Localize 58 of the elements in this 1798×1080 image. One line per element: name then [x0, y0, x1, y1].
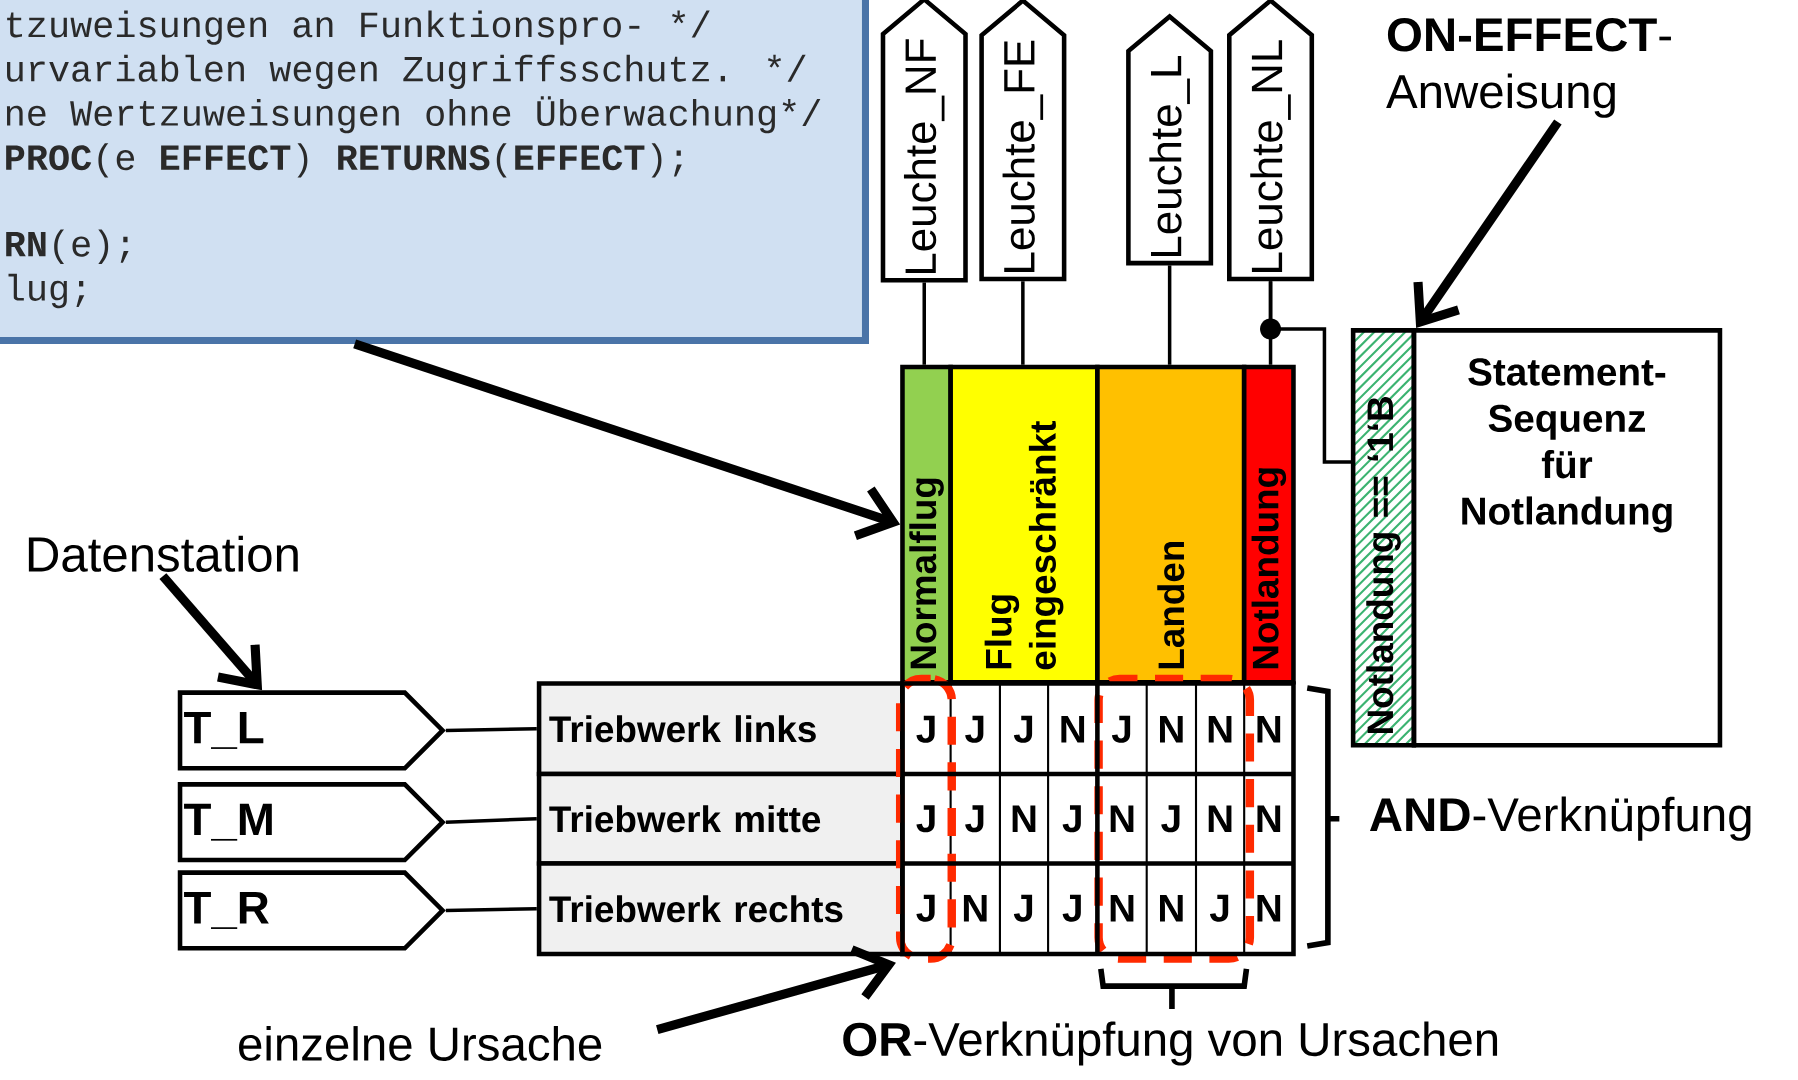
row-label-cell: Triebwerk links — [536, 681, 905, 777]
state-column: Flug eingeschränkt — [948, 364, 1100, 685]
code-box: tzuweisungen an Funktionspro- */ urvariablen wegen Zugriffsschutz. */ ne Wertzuweisungen ohne Überwachung*/ PROC(e EFFECT) RETURNS(EFFECT); RN(e); lug; — [0, 0, 869, 344]
table-cell: N — [1061, 715, 1085, 743]
input-tag: T_R — [177, 870, 446, 951]
arrow — [1413, 119, 1562, 329]
table-cell: N — [1208, 715, 1232, 743]
arrow — [353, 339, 901, 540]
annotation-text: AND-Verknüpfung — [1369, 796, 1751, 841]
condition-box: Notlandung == ‘1‘B — [1350, 328, 1417, 748]
dashed-outline — [895, 674, 956, 963]
dashed-outline — [1094, 674, 1255, 963]
connector-line — [445, 726, 537, 733]
table-cell: J — [1209, 894, 1229, 922]
table-cell: J — [1062, 894, 1081, 922]
table-cell: N — [1160, 715, 1183, 743]
table-cell: N — [1257, 805, 1281, 832]
table-cell: N — [1012, 805, 1036, 832]
output-tag: Leuchte_FE — [979, 0, 1067, 282]
annotation-text: ON-EFFECT- Anweisung — [1386, 17, 1671, 118]
connector-line — [1167, 265, 1172, 365]
input-tag: T_M — [177, 782, 446, 863]
table-cell: J — [1161, 805, 1180, 833]
table-cell: N — [1110, 805, 1134, 832]
annotation-text: Datenstation — [28, 535, 298, 572]
connector-line — [1021, 281, 1025, 365]
table-cell: N — [1110, 894, 1134, 922]
connector-line — [445, 906, 537, 913]
table-cell: J — [916, 715, 935, 743]
table-cell: J — [916, 805, 935, 833]
table-cell: J — [965, 715, 984, 743]
table-cell: J — [1013, 894, 1033, 922]
table-cell: N — [963, 894, 987, 922]
table-cell: N — [1208, 805, 1232, 832]
table-cell: N — [1160, 894, 1183, 922]
connector-line — [922, 282, 926, 365]
state-column: Normalflug — [900, 364, 953, 685]
annotation-text: OR-Verknüpfung von Ursachen — [843, 1021, 1498, 1066]
arrow — [656, 945, 896, 1034]
state-column: Landen — [1095, 364, 1247, 685]
table-cell: J — [1013, 715, 1033, 743]
row-label-cell: Triebwerk mitte — [536, 771, 905, 866]
table-cell: N — [1257, 715, 1281, 743]
table-cell: J — [1111, 715, 1131, 743]
table-cell: J — [916, 894, 935, 922]
statement-box: Statement- Sequenz für Notlandung — [1411, 328, 1723, 748]
table-cell: J — [965, 805, 984, 833]
row-label-cell: Triebwerk rechts — [536, 861, 905, 957]
connector-line — [445, 816, 537, 824]
input-tag: T_L — [177, 690, 446, 771]
output-tag: Leuchte_NF — [880, 0, 968, 283]
output-tag: Leuchte_L — [1126, 13, 1214, 266]
arrow — [159, 573, 263, 691]
annotation-text: einzelne Ursache — [239, 1026, 602, 1061]
table-cell: J — [1062, 805, 1081, 833]
output-tag: Leuchte_NL — [1227, 0, 1315, 282]
state-column: Notlandung — [1241, 364, 1296, 685]
connector-line — [1260, 281, 1354, 464]
